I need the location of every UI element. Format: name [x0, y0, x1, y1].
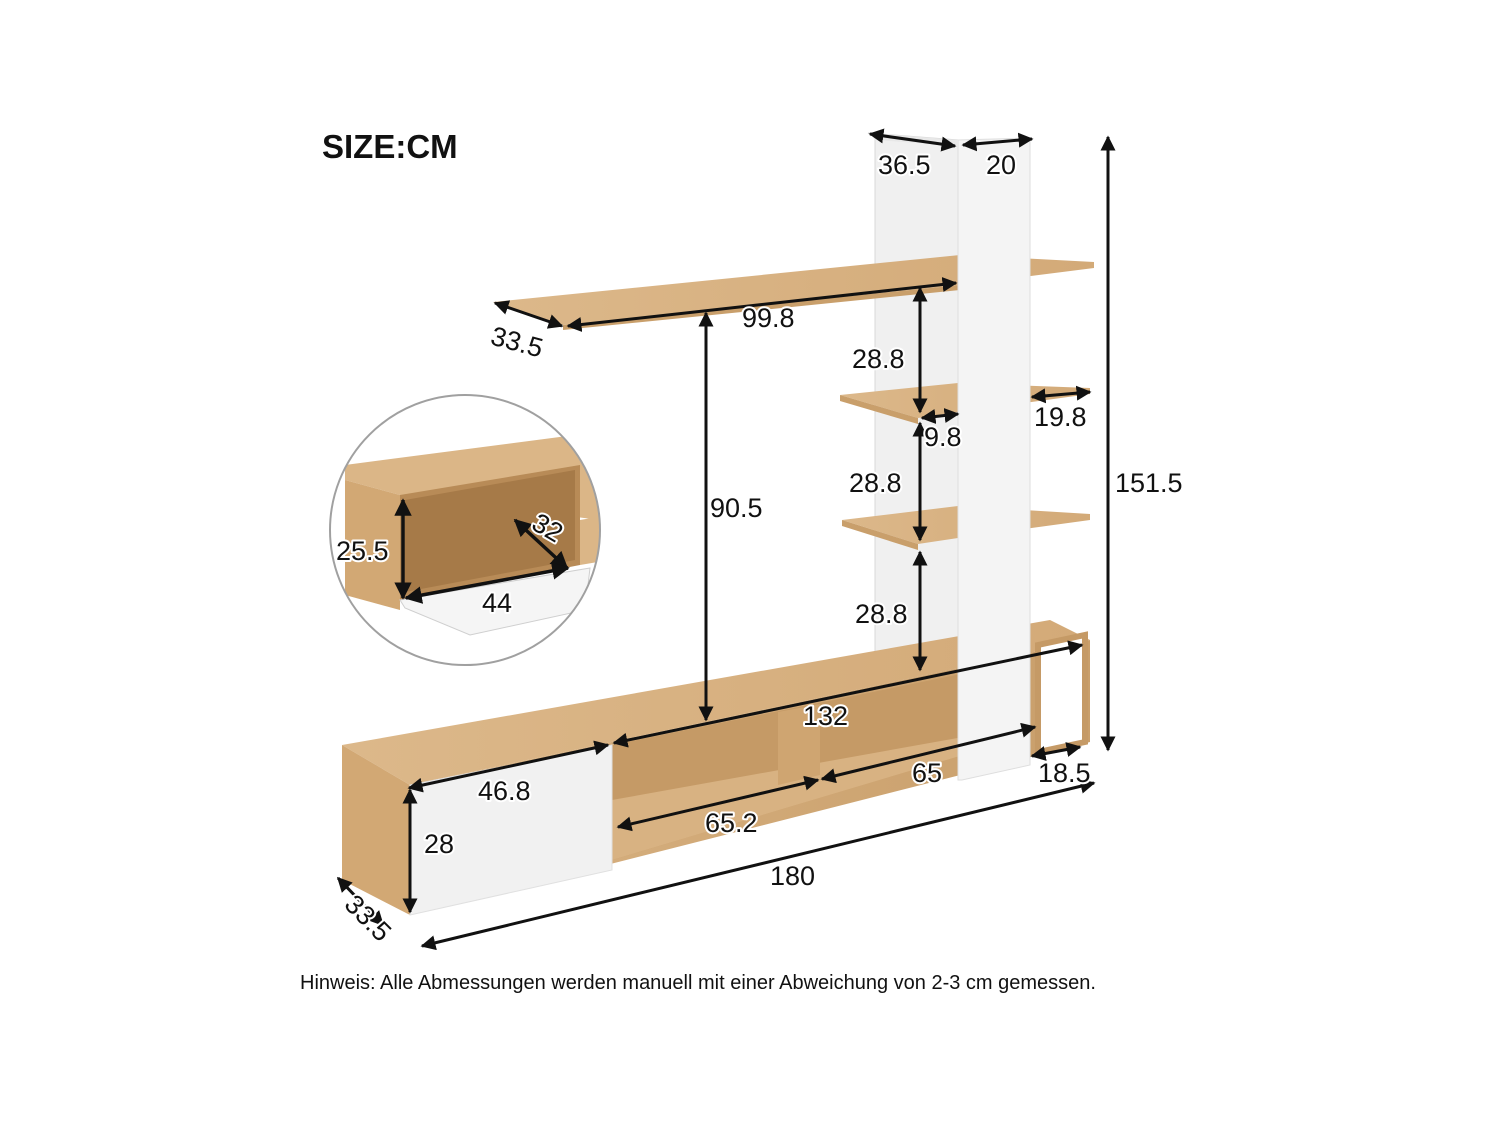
label-door-width: 46.8: [478, 776, 531, 806]
label-small-shelf-left: 9.8: [924, 422, 962, 452]
detail-inset: 25.5 32 44: [329, 394, 601, 666]
label-small-shelf-right: 19.8: [1034, 402, 1087, 432]
label-top-shelf-depth: 33.5: [488, 321, 547, 364]
inset-width-label: 44: [482, 588, 512, 618]
dimension-arrows: [336, 128, 1116, 951]
label-open-shelf-right: 65: [912, 758, 942, 788]
measurement-note: Hinweis: Alle Abmessungen werden manuell…: [300, 972, 1096, 994]
label-total-width: 180: [770, 861, 815, 891]
inset-height-label: 25.5: [336, 536, 389, 566]
label-base-top-width: 132: [803, 701, 848, 731]
label-total-height: 151.5: [1115, 468, 1183, 498]
label-end-compartment: 18.5: [1038, 758, 1091, 788]
label-open-shelf-left: 65.2: [705, 808, 758, 838]
label-shelf-gap-1: 28.8: [852, 344, 905, 374]
label-tower-width: 20: [986, 150, 1016, 180]
label-door-height: 28: [424, 829, 454, 859]
label-shelf-gap-3: 28.8: [855, 599, 908, 629]
label-top-shelf-width: 99.8: [742, 303, 795, 333]
label-tower-depth: 36.5: [878, 150, 931, 180]
size-unit-title: SIZE:CM: [322, 128, 458, 165]
label-shelf-gap-2: 28.8: [849, 468, 902, 498]
label-clearance-height: 90.5: [710, 493, 763, 523]
